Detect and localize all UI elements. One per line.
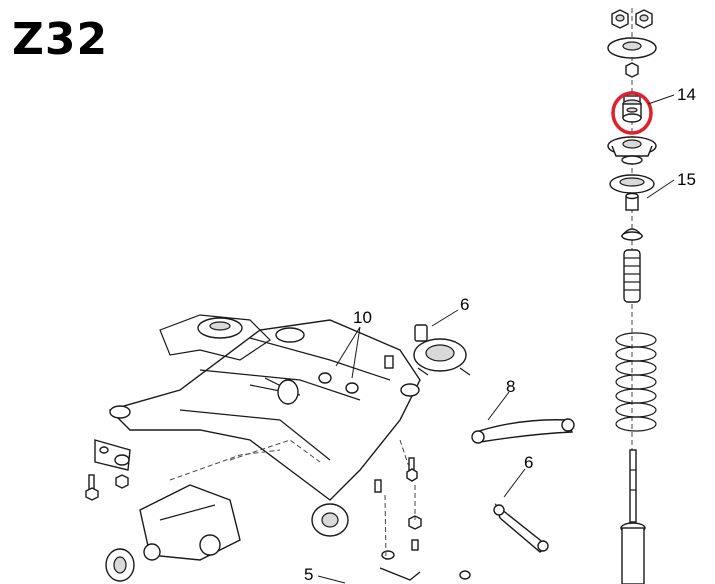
callout-10: 10 bbox=[353, 308, 372, 327]
bump-stop bbox=[620, 228, 644, 241]
control-arm bbox=[471, 418, 575, 444]
strut-assembly bbox=[607, 8, 657, 584]
rear-subframe bbox=[108, 314, 421, 537]
callout-6-upper: 6 bbox=[460, 295, 469, 314]
shock-absorber bbox=[620, 449, 646, 584]
stabilizer-bar bbox=[249, 337, 394, 394]
callout-15: 15 bbox=[677, 170, 696, 189]
callout-5: 5 bbox=[304, 565, 313, 584]
piston-nut bbox=[625, 62, 639, 78]
bracket-bolts bbox=[85, 439, 131, 501]
callout-6-lower: 6 bbox=[524, 453, 533, 472]
upper-link-bushing bbox=[413, 324, 471, 376]
strut-mount bbox=[607, 136, 657, 165]
highlight-circle bbox=[611, 91, 653, 135]
differential bbox=[105, 449, 281, 582]
dust-boot bbox=[623, 249, 641, 303]
lower-link bbox=[493, 503, 549, 553]
top-nuts bbox=[611, 9, 653, 29]
bushing-washer bbox=[622, 91, 642, 123]
bolts bbox=[374, 457, 471, 581]
leader-lines bbox=[317, 94, 675, 584]
callouts: 14 15 10 6 8 6 5 bbox=[304, 85, 696, 584]
small-bushing bbox=[625, 192, 639, 211]
spring-seat bbox=[609, 174, 655, 194]
page-title: Z32 bbox=[12, 14, 109, 65]
assembly-guides bbox=[229, 439, 416, 561]
callout-14: 14 bbox=[677, 85, 696, 104]
coil-spring bbox=[615, 332, 657, 432]
callout-8: 8 bbox=[506, 377, 515, 396]
upper-mount-plate bbox=[607, 37, 657, 59]
